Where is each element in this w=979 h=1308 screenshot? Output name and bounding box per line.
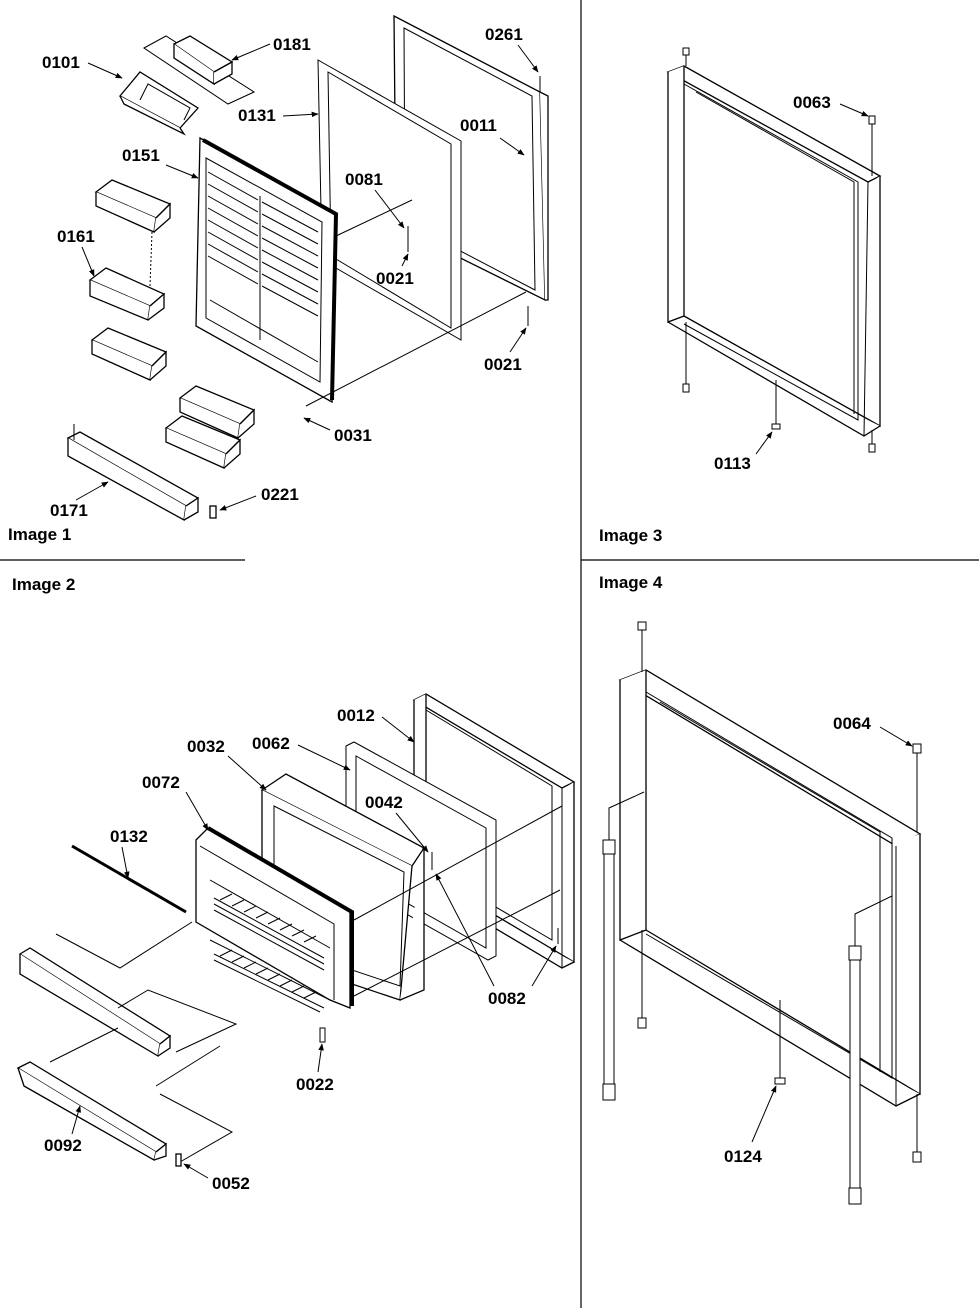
label-0052: 0052: [212, 1174, 250, 1193]
door-gasket-0131: [317, 59, 462, 341]
image2-leader-lines: [49, 805, 563, 1163]
label-0081: 0081: [345, 170, 383, 189]
label-0221: 0221: [261, 485, 299, 504]
label-0151: 0151: [122, 146, 160, 165]
label-0124: 0124: [724, 1147, 762, 1166]
door-frame-image4: [618, 621, 922, 1163]
door-frame-image3: [666, 47, 882, 453]
label-0261: 0261: [485, 25, 523, 44]
label-0131: 0131: [238, 106, 276, 125]
heater-tube-right: [848, 895, 893, 1205]
label-0021a: 0021: [376, 269, 414, 288]
label-0021b: 0021: [484, 355, 522, 374]
image3-panel: Image 3 0063 0113: [599, 47, 882, 545]
label-0042: 0042: [365, 793, 403, 812]
screw-0221: [209, 505, 217, 519]
label-0012: 0012: [337, 706, 375, 725]
image4-title: Image 4: [599, 573, 663, 592]
image2-title: Image 2: [12, 575, 75, 594]
label-0064: 0064: [833, 714, 871, 733]
image4-panel: Image 4: [599, 573, 922, 1205]
door-shelf-0092: [16, 1061, 168, 1161]
screw-0022: [319, 1027, 326, 1043]
label-0113: 0113: [714, 454, 751, 473]
image1-title: Image 1: [8, 525, 71, 544]
screw-0052: [175, 1153, 182, 1167]
image3-title: Image 3: [599, 526, 662, 545]
label-0181: 0181: [273, 35, 311, 54]
door-shelf-upper: [18, 947, 172, 1058]
dairy-door-0181: [172, 35, 234, 86]
shelf-bar-0171: [66, 424, 200, 522]
label-0082: 0082: [488, 989, 526, 1008]
label-0022: 0022: [296, 1075, 334, 1094]
door-liner-0151: [195, 136, 339, 404]
image1-panel: Image 1: [8, 14, 549, 544]
label-0011: 0011: [460, 116, 497, 135]
label-0101: 0101: [42, 53, 80, 72]
label-0032: 0032: [187, 737, 225, 756]
label-0161: 0161: [57, 227, 95, 246]
image2-panel: Image 2: [12, 575, 576, 1193]
label-0072: 0072: [142, 773, 180, 792]
label-0063: 0063: [793, 93, 831, 112]
dairy-compartment-0101: [118, 35, 256, 136]
label-0132: 0132: [110, 827, 148, 846]
image1-leader-lines: [305, 199, 527, 407]
label-0062: 0062: [252, 734, 290, 753]
label-0031: 0031: [334, 426, 372, 445]
label-0092: 0092: [44, 1136, 82, 1155]
label-0171: 0171: [50, 501, 88, 520]
door-bin-0161: [88, 179, 172, 381]
door-bin-lower: [164, 385, 256, 469]
heater-tube-left: [602, 791, 645, 1101]
rod-0132: [71, 844, 187, 914]
